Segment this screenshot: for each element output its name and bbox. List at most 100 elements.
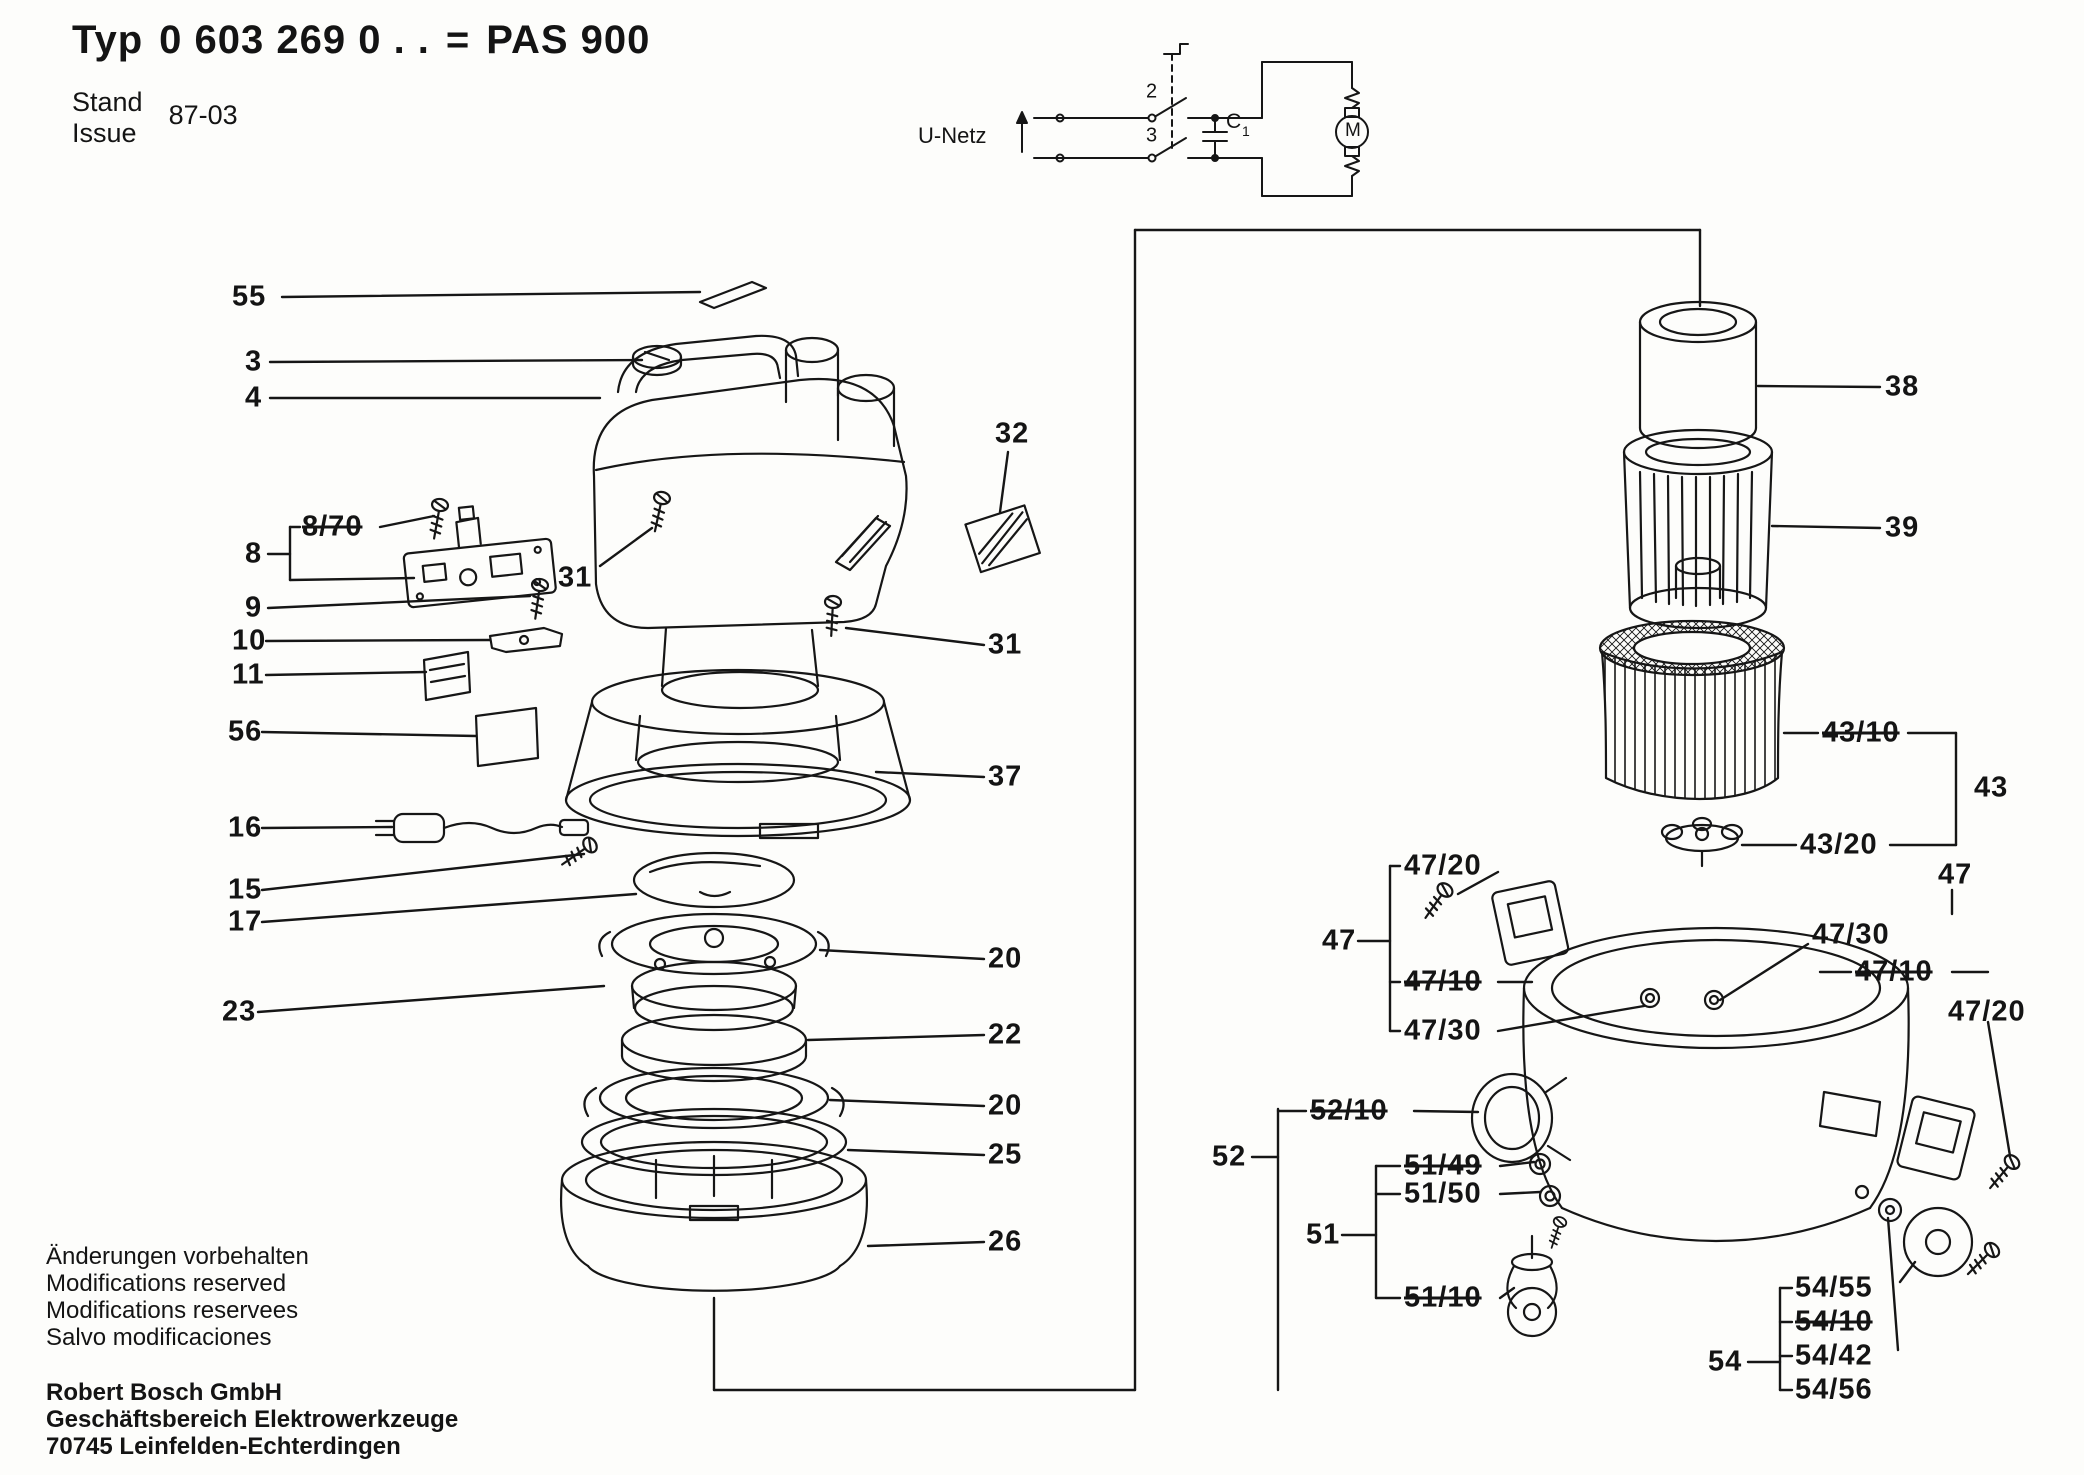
part-label-54-55-41: 54/55 (1795, 1271, 1873, 1304)
company-line: 70745 Leinfelden-Echterdingen (46, 1433, 401, 1460)
equals-sign: = (445, 18, 471, 62)
knob-3-drawing (631, 344, 683, 377)
part-label-54-42-43: 54/42 (1795, 1339, 1873, 1372)
part-label-47-30-34: 47/30 (1404, 1014, 1482, 1047)
footer-line: Änderungen vorbehalten (46, 1243, 309, 1270)
caster-51-10-drawing (1506, 1234, 1558, 1338)
filter-cage-39-drawing (1622, 428, 1774, 630)
part-label-56-9: 56 (228, 715, 263, 748)
part-label-43-10-24: 43/10 (1822, 716, 1900, 749)
part-label-15-11: 15 (228, 873, 263, 906)
part-label-26-21: 26 (988, 1225, 1023, 1258)
part-label-47-10-32: 47/10 (1855, 955, 1933, 988)
motor-plate-17-drawing (632, 851, 796, 909)
part-label-51-50-38: 51/50 (1404, 1177, 1482, 1210)
nut-51-50-drawing (1538, 1184, 1562, 1208)
screw-8-70-drawing (425, 496, 451, 541)
screw-31-left-drawing (646, 489, 673, 535)
company-line: Geschäftsbereich Elektrowerkzeuge (46, 1406, 459, 1433)
part-label-23-13: 23 (222, 995, 257, 1028)
part-label-51-49-37: 51/49 (1404, 1149, 1482, 1182)
fan-assembly-23-drawing (598, 912, 830, 1032)
container-assembly-drawing (1417, 300, 2024, 1338)
wing-nut-43-20-drawing (1660, 816, 1744, 868)
group-connector-lines (712, 228, 1702, 1392)
footer-line: Modifications reserved (46, 1270, 287, 1297)
part-label-31-5: 31 (558, 561, 593, 594)
part-label-25-20: 25 (988, 1138, 1023, 1171)
part-label-51-39: 51 (1306, 1218, 1341, 1251)
part-label-39-23: 39 (1885, 511, 1920, 544)
part-label-47-30-30: 47/30 (1812, 918, 1890, 951)
tag-56-drawing (474, 706, 540, 768)
motor-cover-drawing (660, 626, 820, 710)
part-label-32-14: 32 (995, 417, 1030, 450)
part-label-52-10-35: 52/10 (1310, 1094, 1388, 1127)
part-label-55-0: 55 (232, 280, 267, 313)
part-label-31-15: 31 (988, 628, 1023, 661)
stud-screw-drawing (1544, 1214, 1569, 1251)
part-label-54-10-42: 54/10 (1795, 1305, 1873, 1338)
housing-skirt-37-drawing (564, 668, 912, 840)
power-cord-16-drawing (374, 812, 590, 844)
part-label-17-12: 17 (228, 905, 263, 938)
model-name: PAS 900 (486, 18, 651, 62)
pleated-filter-43-10-drawing (1598, 619, 1786, 801)
part-label-47-29: 47 (1322, 924, 1357, 957)
part-label-38-22: 38 (1885, 370, 1920, 403)
footer-line: Modifications reservees (46, 1297, 299, 1324)
screw-9-drawing (526, 576, 550, 621)
schematic-label-u-netz-0: U-Netz (918, 123, 987, 148)
part-label-20-19: 20 (988, 1089, 1023, 1122)
clip-47-30-right-drawing (1896, 1095, 1976, 1181)
clip-47-30-left-drawing (1491, 880, 1570, 966)
title-line: Typ 0 603 269 0 . . = PAS 900 (72, 18, 650, 63)
part-label-51-10-40: 51/10 (1404, 1281, 1482, 1314)
upper-assembly-drawing (374, 280, 1041, 1292)
typ-number: 0 603 269 0 . . (159, 18, 430, 62)
schematic-label-2-1: 2 (1146, 80, 1158, 103)
screw-47-20-left-drawing (1417, 879, 1457, 924)
schematic-label-3-2: 3 (1146, 124, 1158, 147)
issue-block: Stand Issue 87-03 (72, 87, 650, 149)
base-bowl-26-drawing (560, 1140, 868, 1292)
footer-line: Salvo modificaciones (46, 1324, 272, 1351)
part-label-3-1: 3 (245, 345, 263, 378)
part-label-54-45: 54 (1708, 1345, 1743, 1378)
screw-47-20-right-drawing (1982, 1151, 2024, 1195)
part-label-11-8: 11 (232, 658, 265, 691)
part-label-47-20-33: 47/20 (1948, 995, 2026, 1028)
nut-51-49-drawing (1528, 1152, 1552, 1176)
seal-ring-20-drawing (583, 1066, 845, 1130)
part-label-9-6: 9 (245, 591, 263, 624)
part-label-47-28: 47 (1938, 858, 1973, 891)
part-label-37-16: 37 (988, 760, 1023, 793)
label-tag-32-drawing (964, 504, 1041, 574)
switch-pcb-8-drawing (402, 505, 557, 609)
filter-cap-38-drawing (1638, 300, 1758, 450)
bracket-10-drawing (488, 626, 564, 654)
schematic-label-1-4: 1 (1242, 123, 1250, 139)
part-label-4-2: 4 (245, 381, 263, 414)
part-label-54-56-44: 54/56 (1795, 1373, 1873, 1406)
part-label-43-20-26: 43/20 (1800, 828, 1878, 861)
stand-label: Stand (72, 87, 143, 117)
container-52-drawing (1470, 926, 1910, 1243)
part-label-22-18: 22 (988, 1018, 1023, 1051)
title-block: Typ 0 603 269 0 . . = PAS 900 Stand Issu… (72, 18, 650, 149)
part-label-8-4: 8 (245, 537, 263, 570)
tag-55-drawing (698, 280, 768, 310)
part-label-16-10: 16 (228, 811, 263, 844)
part-label-8-70-3: 8/70 (302, 510, 363, 543)
issue-value: 87-03 (168, 100, 238, 130)
schematic-label-m-5: M (1345, 120, 1361, 141)
part-label-52-36: 52 (1212, 1140, 1247, 1173)
motor-ring-22-drawing (620, 1013, 808, 1083)
typ-label: Typ (72, 18, 144, 62)
leader-lines (256, 290, 2012, 1392)
wiring-schematic-drawing (1016, 43, 1369, 197)
